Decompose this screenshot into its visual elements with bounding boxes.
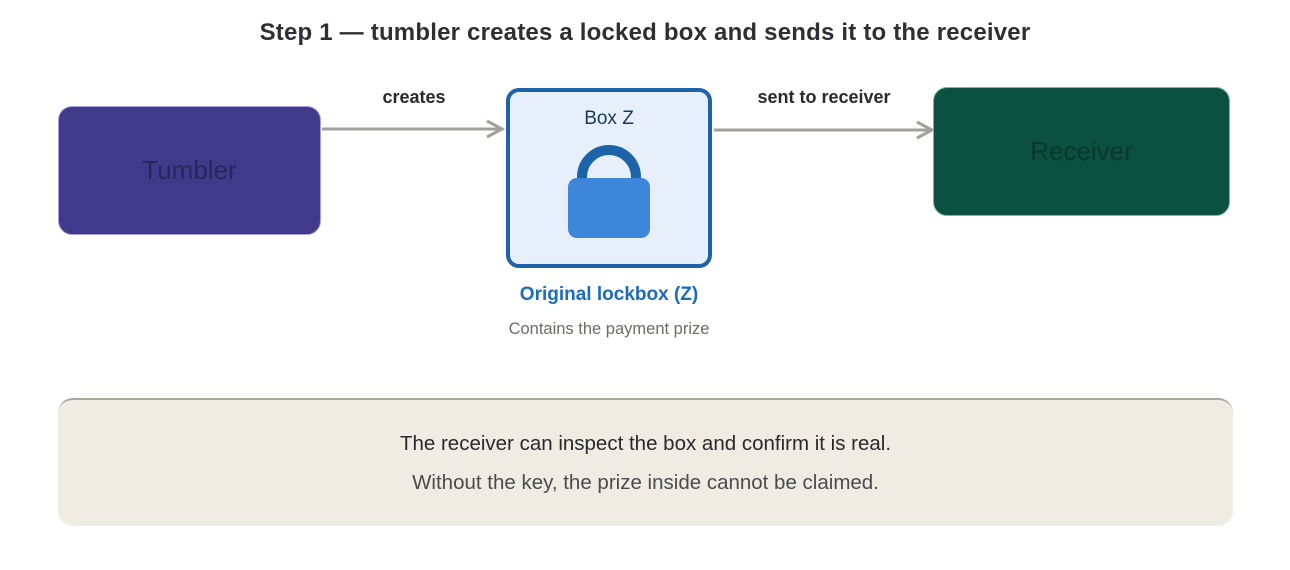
padlock-icon [568, 145, 650, 238]
receiver-node: Receiver [933, 87, 1230, 216]
receiver-node-label: Receiver [1030, 136, 1133, 166]
note-box: The receiver can inspect the box and con… [58, 398, 1233, 526]
tumbler-node: Tumbler [58, 106, 321, 235]
tumbler-node-label: Tumbler [142, 155, 237, 185]
note-line-2: Without the key, the prize inside cannot… [412, 470, 879, 494]
arrow-creates [322, 119, 506, 139]
lockbox-node-label: Box Z [584, 108, 634, 129]
arrow-creates-label: creates [382, 87, 446, 107]
lockbox-subcaption: Contains the payment prize [508, 320, 710, 338]
arrow-sent-to-receiver [714, 120, 936, 140]
lockbox-node: Box Z [506, 88, 712, 268]
arrow-sent-label: sent to receiver [757, 87, 891, 107]
diagram-title: Step 1 — tumbler creates a locked box an… [259, 19, 1031, 46]
lockbox-captions: Original lockbox (Z) Contains the paymen… [409, 284, 809, 339]
note-line-1: The receiver can inspect the box and con… [399, 431, 892, 455]
lockbox-caption: Original lockbox (Z) [519, 284, 699, 305]
